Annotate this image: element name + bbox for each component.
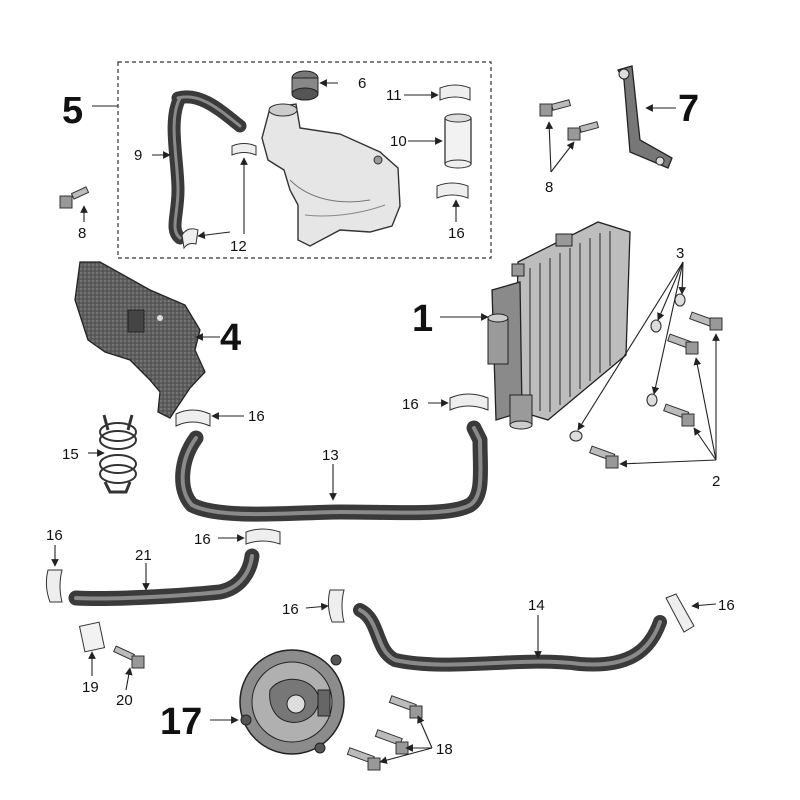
label-9: 9 (134, 147, 142, 164)
part-8-bolt-a (539, 99, 572, 117)
part-4-cover (74, 261, 206, 419)
label-1: 1 (412, 298, 433, 340)
label-12: 12 (230, 238, 247, 255)
part-1-radiator (487, 221, 631, 430)
label-8-right: 8 (545, 179, 553, 196)
label-19: 19 (82, 679, 99, 696)
part-18-bolts (346, 695, 423, 771)
part-16-clip-d (245, 528, 281, 545)
leader-lines (51, 79, 720, 764)
label-16-cover: 16 (248, 408, 265, 425)
label-18: 18 (436, 741, 453, 758)
part-2-bolts (589, 311, 723, 469)
part-16-clip-a (436, 182, 469, 199)
part-16-clip-g (665, 593, 695, 633)
label-15: 15 (62, 446, 79, 463)
part-16-clip-c (449, 393, 489, 411)
part-3-washers (569, 293, 686, 442)
part-19-sleeve (78, 621, 106, 653)
label-10: 10 (390, 133, 407, 150)
expansion-tank (261, 103, 401, 247)
part-9-hose (167, 90, 247, 245)
part-12-clip-lower (181, 228, 199, 250)
label-7: 7 (678, 88, 699, 130)
label-16-radiator: 16 (402, 396, 419, 413)
label-20: 20 (116, 692, 133, 709)
label-16-hose21: 16 (194, 531, 211, 548)
part-14-hose (353, 603, 667, 672)
part-17-water-pump (239, 649, 345, 755)
part-12-clip-upper (231, 143, 257, 156)
part-15-clamps (99, 414, 137, 494)
part-6-cap (291, 70, 319, 101)
label-2: 2 (712, 473, 720, 490)
part-11-clip (439, 84, 471, 101)
part-10-sleeve (444, 113, 472, 169)
label-16-box: 16 (448, 225, 465, 242)
part-7-bracket (617, 65, 673, 169)
part-13-hose (175, 420, 489, 522)
part-21-hose (68, 548, 260, 607)
label-16-hose14-left: 16 (282, 601, 299, 618)
label-6: 6 (358, 75, 366, 92)
label-3: 3 (676, 245, 684, 262)
part-16-clip-b (175, 409, 211, 427)
part-16-clip-e (45, 569, 63, 603)
label-16-hose14-right: 16 (718, 597, 735, 614)
label-11: 11 (386, 87, 402, 104)
label-21: 21 (135, 547, 152, 564)
part-8-bolt-b (567, 121, 600, 141)
label-14: 14 (528, 597, 545, 614)
label-4: 4 (220, 317, 241, 359)
part-16-clip-f (327, 589, 345, 623)
label-13: 13 (322, 447, 339, 464)
label-17: 17 (160, 701, 202, 743)
part-8-bolt-c (59, 186, 90, 209)
part-20-bolt (113, 645, 145, 669)
label-5: 5 (62, 90, 83, 132)
label-8-left: 8 (78, 225, 86, 242)
label-16-left: 16 (46, 527, 63, 544)
expansion-tank-group-box (117, 61, 492, 259)
